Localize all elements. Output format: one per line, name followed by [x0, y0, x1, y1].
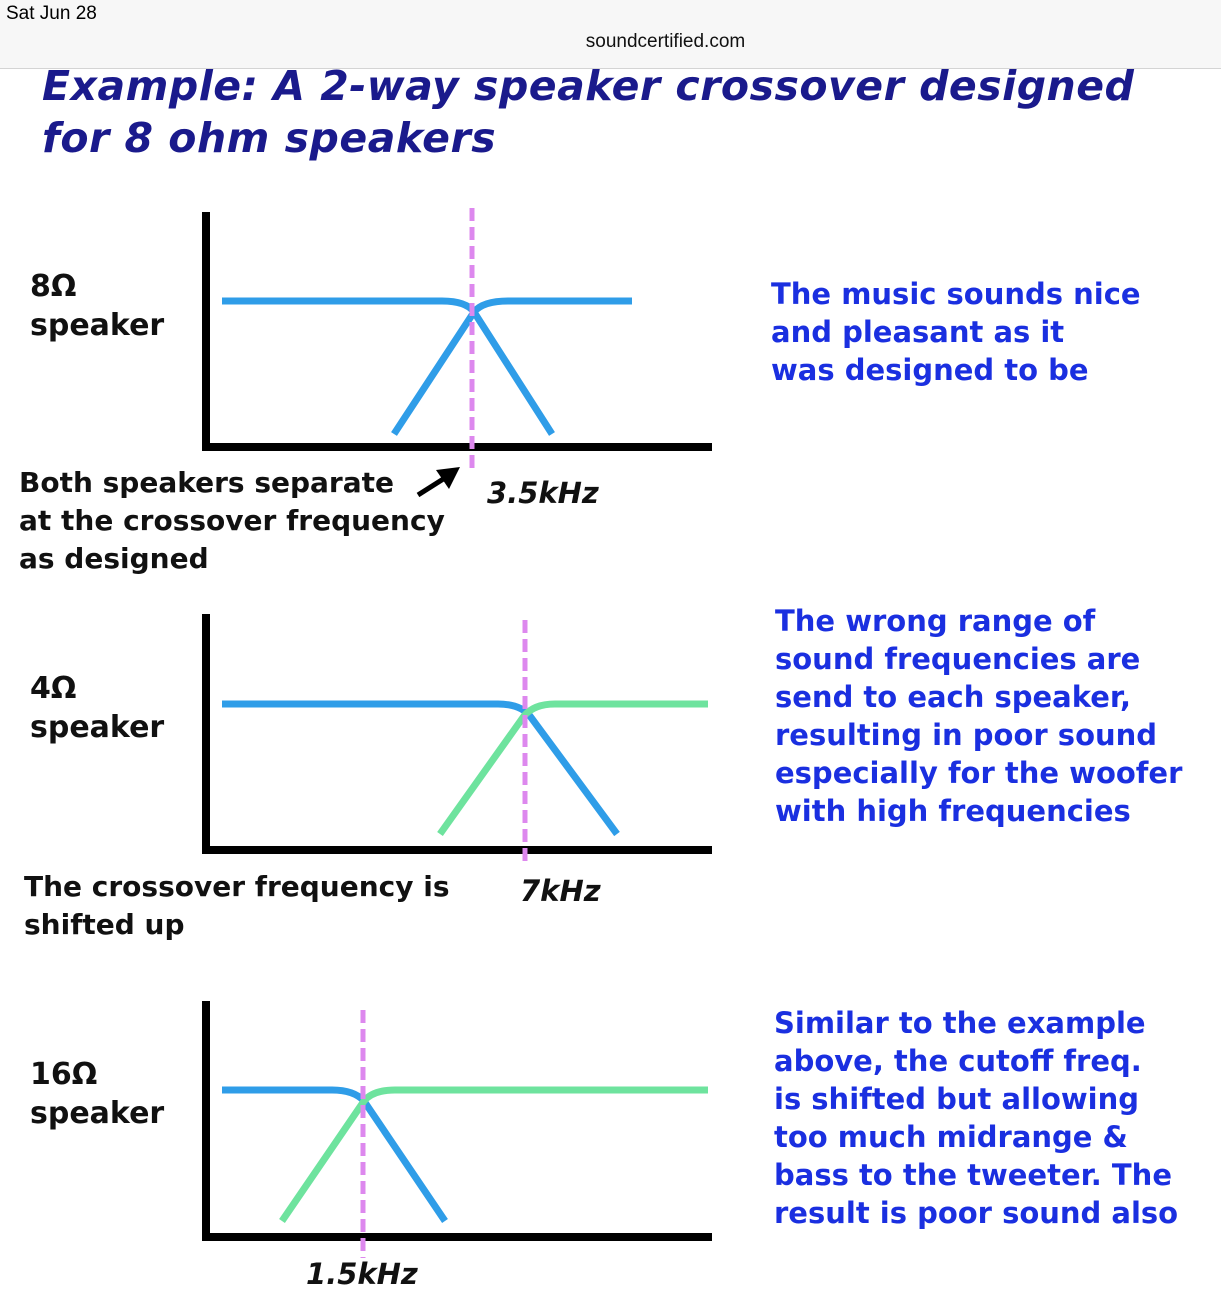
panel-description: The wrong range of sound frequencies are…: [775, 604, 1183, 828]
page-title: Example: A 2-way speaker crossover desig…: [42, 62, 1135, 162]
panel-note: The crossover frequency is shifted up: [24, 870, 450, 941]
panel-note: Both speakers separate at the crossover …: [19, 466, 445, 575]
tweeter-curve: [279, 1086, 708, 1223]
speaker-label-4-ohm: 4Ω speaker: [30, 669, 164, 747]
impedance-label: 4Ω: [30, 671, 77, 706]
speaker-word: speaker: [30, 308, 165, 343]
woofer-curve: [222, 297, 555, 436]
crossover-frequency-label: 3.5kHz: [487, 476, 599, 510]
impedance-label: 16Ω: [30, 1057, 98, 1092]
diagram-4-ohm: [202, 614, 712, 866]
panel-description: Similar to the example above, the cutoff…: [774, 1006, 1179, 1230]
speaker-word: speaker: [30, 710, 165, 745]
speaker-word: speaker: [30, 1096, 165, 1131]
diagram-8-ohm: [202, 208, 712, 498]
speaker-label-8-ohm: 8Ω speaker: [30, 267, 164, 345]
impedance-label: 8Ω: [30, 269, 77, 304]
woofer-curve: [222, 700, 620, 837]
diagram-16-ohm: [202, 1001, 712, 1258]
speaker-label-16-ohm: 16Ω speaker: [30, 1055, 164, 1133]
arrow-icon: [416, 467, 460, 498]
status-date: Sat Jun 28: [6, 3, 97, 24]
crossover-frequency-label: 7kHz: [520, 874, 601, 908]
woofer-curve: [222, 1086, 448, 1223]
status-bar: Sat Jun 28 soundcertified.com: [0, 0, 1221, 69]
url-bar[interactable]: soundcertified.com: [585, 31, 746, 52]
crossover-frequency-label: 1.5kHz: [306, 1257, 418, 1291]
tweeter-curve: [437, 700, 708, 837]
panel-description: The music sounds nice and pleasant as it…: [771, 277, 1141, 387]
